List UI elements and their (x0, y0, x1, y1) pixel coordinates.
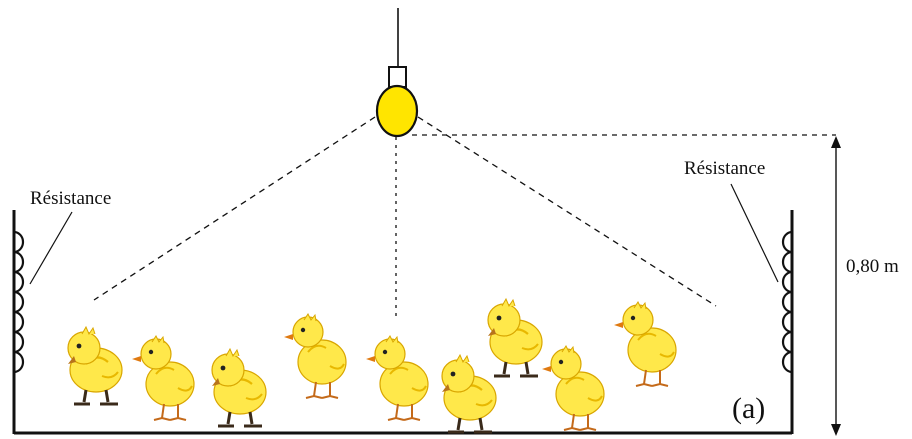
radiation-line-left (93, 116, 376, 301)
resistance-left-leader (29, 211, 73, 285)
chick (283, 313, 347, 399)
chick (66, 325, 124, 406)
chick (541, 345, 605, 431)
panel-label: (a) (732, 392, 766, 425)
heat-lamp-bulb (375, 84, 419, 138)
height-arrow-top (831, 136, 841, 148)
resistance-right-leader (730, 183, 779, 283)
lamp-socket (388, 66, 407, 88)
chick (365, 335, 429, 421)
chick (486, 297, 544, 378)
heating-resistance-left (13, 230, 25, 374)
chick (131, 335, 195, 421)
height-label: 0,80 m (846, 256, 899, 277)
chick (210, 347, 268, 428)
resistance-label-left: Résistance (30, 188, 112, 209)
chick (613, 301, 677, 387)
resistance-label-right: Résistance (684, 158, 766, 179)
radiation-line-right (417, 116, 717, 307)
height-arrow-bottom (831, 424, 841, 436)
chick (440, 353, 498, 434)
heating-resistance-right (781, 230, 793, 374)
